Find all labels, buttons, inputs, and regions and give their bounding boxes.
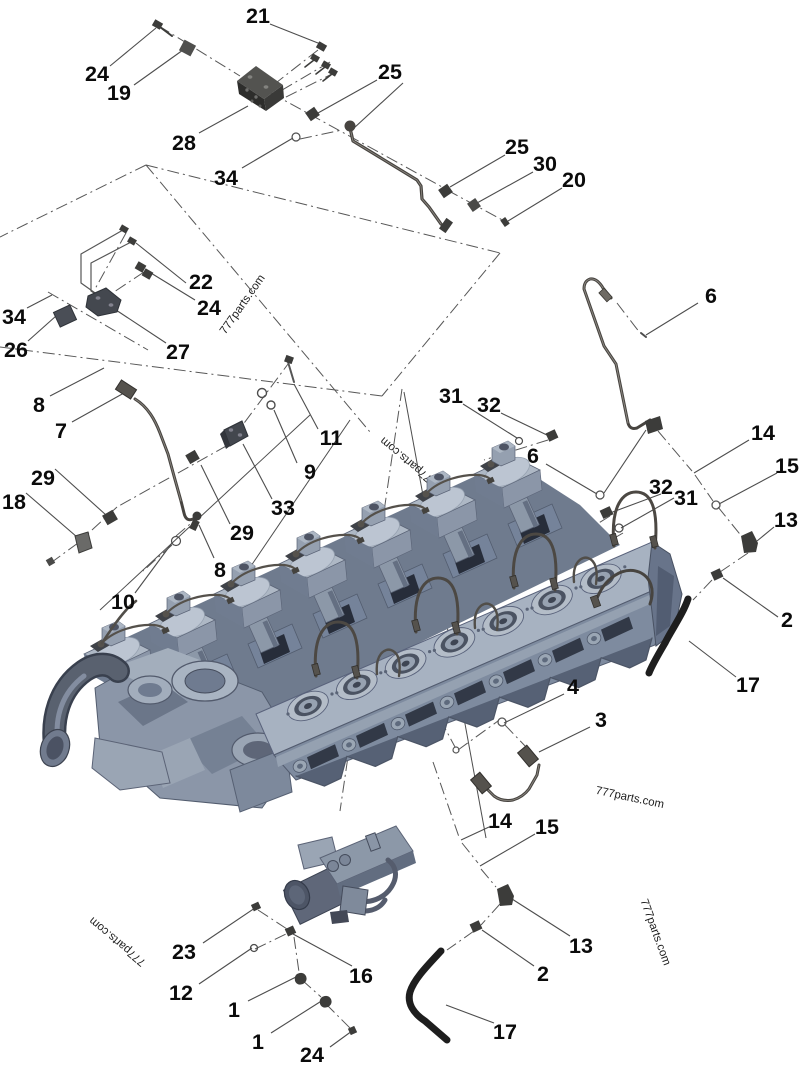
svg-text:20: 20	[562, 168, 586, 192]
svg-text:34: 34	[214, 166, 238, 190]
svg-text:16: 16	[349, 964, 373, 988]
svg-text:2: 2	[781, 608, 793, 632]
svg-text:19: 19	[107, 81, 131, 105]
svg-text:4: 4	[567, 675, 579, 699]
svg-text:6: 6	[527, 444, 539, 468]
svg-text:11: 11	[320, 426, 343, 450]
svg-text:12: 12	[169, 981, 193, 1005]
svg-text:32: 32	[649, 475, 673, 499]
svg-text:27: 27	[166, 340, 190, 364]
svg-text:15: 15	[775, 454, 799, 478]
svg-text:31: 31	[439, 384, 463, 408]
svg-text:3: 3	[595, 708, 607, 732]
svg-text:8: 8	[214, 558, 226, 582]
svg-text:18: 18	[2, 490, 26, 514]
svg-text:2: 2	[537, 962, 549, 986]
svg-text:21: 21	[246, 4, 270, 28]
svg-text:24: 24	[197, 296, 221, 320]
svg-text:24: 24	[300, 1043, 324, 1067]
svg-text:13: 13	[774, 508, 798, 532]
svg-text:6: 6	[705, 284, 717, 308]
svg-text:9: 9	[304, 460, 316, 484]
svg-text:17: 17	[736, 673, 760, 697]
svg-text:33: 33	[271, 496, 295, 520]
svg-text:29: 29	[230, 521, 254, 545]
svg-text:14: 14	[751, 421, 775, 445]
svg-text:31: 31	[674, 486, 698, 510]
svg-text:24: 24	[85, 62, 109, 86]
svg-text:25: 25	[505, 135, 529, 159]
svg-text:7: 7	[55, 419, 67, 443]
svg-text:32: 32	[477, 393, 501, 417]
svg-text:1: 1	[228, 998, 240, 1022]
svg-text:23: 23	[172, 940, 196, 964]
svg-text:8: 8	[33, 393, 45, 417]
svg-text:25: 25	[378, 60, 402, 84]
svg-text:14: 14	[488, 809, 512, 833]
svg-text:28: 28	[172, 131, 196, 155]
svg-text:22: 22	[189, 270, 213, 294]
svg-text:30: 30	[533, 152, 557, 176]
svg-text:10: 10	[111, 590, 135, 614]
svg-text:34: 34	[2, 305, 26, 329]
svg-text:13: 13	[569, 934, 593, 958]
svg-text:17: 17	[493, 1020, 517, 1044]
svg-text:29: 29	[31, 466, 55, 490]
svg-text:26: 26	[4, 338, 28, 362]
svg-text:1: 1	[252, 1030, 264, 1054]
svg-text:15: 15	[535, 815, 559, 839]
